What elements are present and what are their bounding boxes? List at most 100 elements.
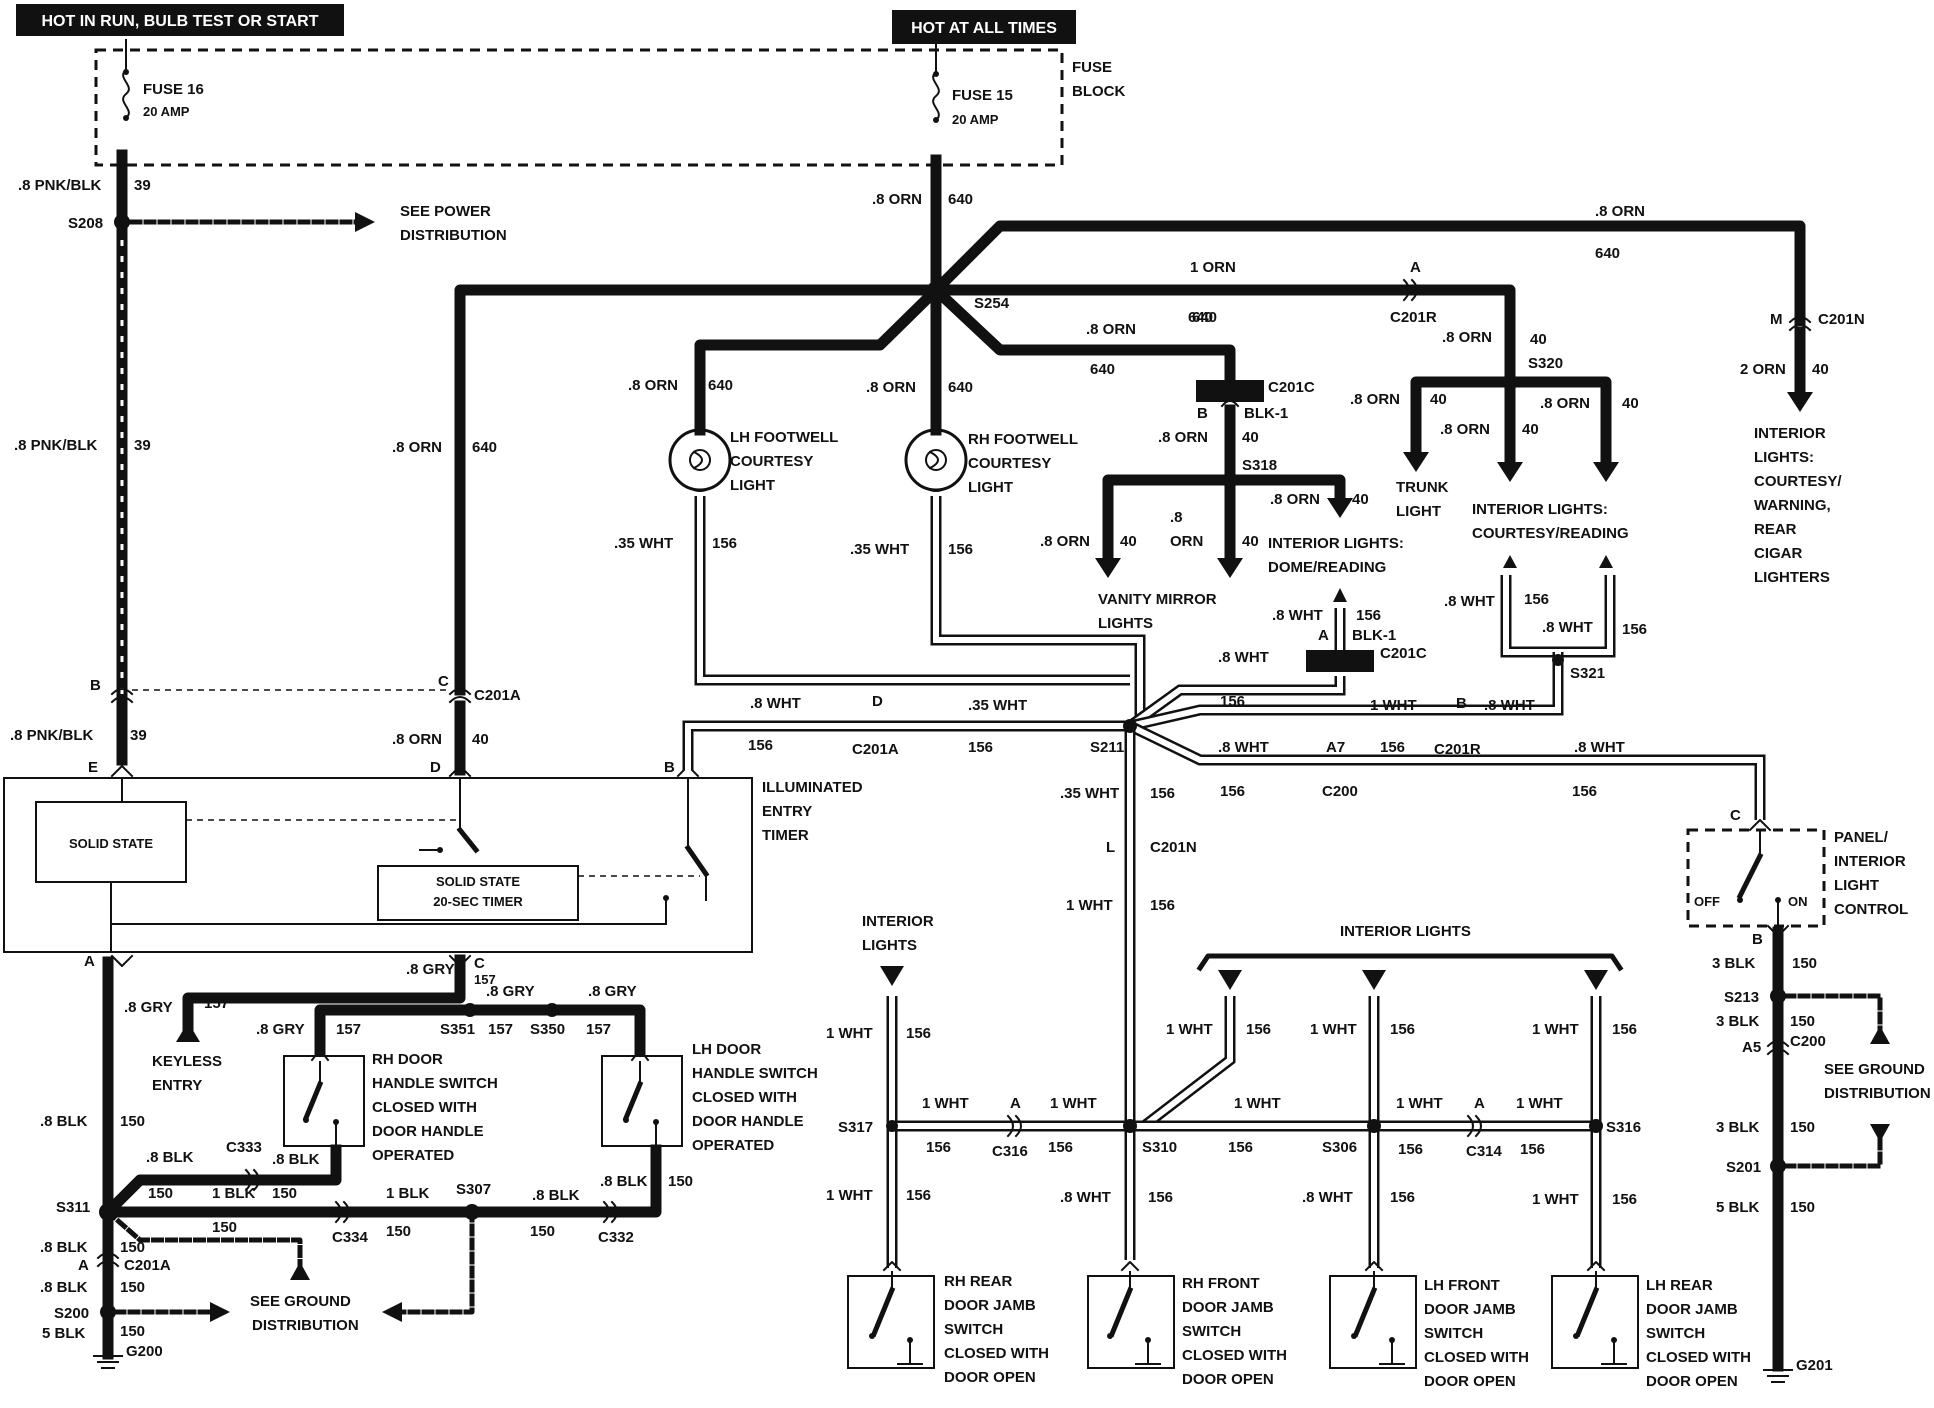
wht-labels-jamb: 1 WHT 156 1 WHT 156 1 WHT 156 1 WHT 156 …	[826, 1021, 1637, 1208]
svg-text:39: 39	[130, 727, 147, 744]
svg-text:150: 150	[120, 1113, 145, 1130]
svg-text:640: 640	[472, 439, 497, 456]
svg-text:DOOR OPEN: DOOR OPEN	[944, 1369, 1036, 1386]
panel-interior-light-control[interactable]: C OFF ON PANEL/ INTERIOR LIGHT CONTROL	[1686, 807, 1908, 928]
svg-text:1 WHT: 1 WHT	[1532, 1021, 1579, 1038]
svg-text:39: 39	[134, 177, 151, 194]
svg-text:40: 40	[1812, 361, 1829, 378]
svg-text:156: 156	[1150, 785, 1175, 802]
svg-text:HANDLE SWITCH: HANDLE SWITCH	[372, 1075, 498, 1092]
wire-to-trunk-light: .8 ORN 40	[1350, 376, 1516, 472]
svg-text:C316: C316	[992, 1143, 1028, 1160]
svg-text:.8 WHT: .8 WHT	[1060, 1189, 1111, 1206]
svg-text:G201: G201	[1796, 1357, 1833, 1374]
svg-text:DISTRIBUTION: DISTRIBUTION	[400, 227, 507, 244]
connector-c334: C334	[332, 1200, 369, 1246]
svg-text:.8 WHT: .8 WHT	[1272, 607, 1323, 624]
svg-text:156: 156	[1220, 783, 1245, 800]
svg-text:1 WHT: 1 WHT	[1310, 1021, 1357, 1038]
svg-text:B: B	[664, 759, 675, 776]
keyless-entry-label: KEYLESS ENTRY	[152, 1053, 222, 1094]
svg-text:156: 156	[1048, 1139, 1073, 1156]
splice-s350: S350	[530, 1003, 565, 1038]
fuse-15: FUSE 15 20 AMP	[932, 43, 1013, 127]
solid-state-box: SOLID STATE	[35, 801, 187, 883]
banner-hot-in-run: HOT IN RUN, BULB TEST OR START	[16, 4, 344, 36]
splice-s310: S310	[1123, 1119, 1177, 1156]
svg-text:S211: S211	[1090, 739, 1124, 756]
dome-return-c201c: .8 WHT 156 A BLK-1 C201C	[1272, 588, 1427, 672]
svg-text:DOOR JAMB: DOOR JAMB	[1646, 1301, 1738, 1318]
splice-s316: S316	[1589, 1119, 1641, 1136]
svg-text:.8 GRY: .8 GRY	[256, 1021, 305, 1038]
svg-text:D: D	[430, 759, 441, 776]
svg-text:.8 GRY: .8 GRY	[486, 983, 535, 1000]
interior-lights-group: INTERIOR LIGHTS	[1196, 923, 1624, 990]
svg-text:.8 BLK: .8 BLK	[146, 1149, 194, 1166]
rh-rear-door-jamb-switch: RH REAR DOOR JAMB SWITCH CLOSED WITH DOO…	[847, 1261, 1049, 1386]
svg-text:E: E	[88, 759, 98, 776]
fuse-block: FUSE BLOCK	[94, 48, 1125, 167]
svg-text:156: 156	[1612, 1021, 1637, 1038]
svg-text:.8 ORN: .8 ORN	[1270, 491, 1320, 508]
svg-text:156: 156	[948, 541, 973, 558]
svg-text:HANDLE SWITCH: HANDLE SWITCH	[692, 1065, 818, 1082]
svg-text:156: 156	[1390, 1189, 1415, 1206]
wire-to-courtesy-reading: .8 ORN 40 .8 ORN 40	[1440, 376, 1639, 482]
svg-text:LH REAR: LH REAR	[1646, 1277, 1713, 1294]
svg-text:S316: S316	[1606, 1119, 1641, 1136]
svg-text:S200: S200	[54, 1305, 89, 1322]
svg-text:1 WHT: 1 WHT	[1066, 897, 1113, 914]
svg-text:SWITCH: SWITCH	[1182, 1323, 1241, 1340]
svg-text:C200: C200	[1790, 1033, 1826, 1050]
wire-orn-to-c201c: .8 ORN 640 640	[928, 282, 1236, 391]
svg-text:156: 156	[1356, 607, 1381, 624]
connector-c201a-top: B C C201A	[90, 673, 521, 704]
svg-text:.8 ORN: .8 ORN	[1595, 203, 1645, 220]
svg-text:BLOCK: BLOCK	[1072, 83, 1125, 100]
svg-text:640: 640	[1595, 245, 1620, 262]
svg-text:40: 40	[1530, 331, 1547, 348]
svg-text:ENTRY: ENTRY	[152, 1077, 202, 1094]
vanity-mirror-label: VANITY MIRROR LIGHTS	[1098, 591, 1217, 632]
wire-wht-rh-footwell: .35 WHT 156	[850, 496, 1146, 720]
svg-text:INTERIOR LIGHTS:: INTERIOR LIGHTS:	[1268, 535, 1404, 552]
svg-text:ORN: ORN	[1170, 533, 1203, 550]
svg-text:DOOR OPEN: DOOR OPEN	[1646, 1373, 1738, 1390]
svg-text:C334: C334	[332, 1229, 369, 1246]
wire-wht-courtesy-return: .8 WHT 156 .8 WHT 156	[1444, 555, 1647, 690]
wire-gry-157: C 157 .8 GRY .8 GRY 157	[124, 954, 496, 1042]
svg-text:.35 WHT: .35 WHT	[1060, 785, 1119, 802]
svg-text:.8 ORN: .8 ORN	[1086, 321, 1136, 338]
svg-text:SWITCH: SWITCH	[1646, 1325, 1705, 1342]
svg-text:157: 157	[586, 1021, 611, 1038]
svg-text:DOOR HANDLE: DOOR HANDLE	[692, 1113, 804, 1130]
lh-front-door-jamb-switch: LH FRONT DOOR JAMB SWITCH CLOSED WITH DO…	[1329, 1261, 1529, 1390]
svg-text:156: 156	[1228, 1139, 1253, 1156]
svg-text:COURTESY: COURTESY	[730, 453, 813, 470]
svg-text:1 WHT: 1 WHT	[826, 1187, 873, 1204]
splice-s306: S306	[1322, 1119, 1381, 1156]
ground-g201: G201	[1763, 1357, 1833, 1383]
svg-text:ENTRY: ENTRY	[762, 803, 812, 820]
svg-text:.8 ORN: .8 ORN	[1158, 429, 1208, 446]
see-ground-distribution-right: SEE GROUND DISTRIBUTION	[1824, 1061, 1931, 1102]
svg-text:.8 ORN: .8 ORN	[1442, 329, 1492, 346]
splice-s307: S307	[382, 1181, 491, 1322]
svg-text:KEYLESS: KEYLESS	[152, 1053, 222, 1070]
svg-text:39: 39	[134, 437, 151, 454]
svg-text:C: C	[474, 955, 485, 972]
svg-text:.8 BLK: .8 BLK	[40, 1239, 88, 1256]
ground-g200: 5 BLK 150 G200	[42, 1314, 163, 1369]
svg-text:DISTRIBUTION: DISTRIBUTION	[1824, 1085, 1931, 1102]
svg-text:ILLUMINATED: ILLUMINATED	[762, 779, 863, 796]
svg-text:S254: S254	[974, 295, 1010, 312]
interior-courtesy-reading-label: INTERIOR LIGHTS: COURTESY/READING	[1472, 501, 1629, 542]
svg-text:156: 156	[1148, 1189, 1173, 1206]
svg-text:DOOR JAMB: DOOR JAMB	[1182, 1299, 1274, 1316]
svg-text:C201R: C201R	[1434, 741, 1481, 758]
lh-door-handle-switch: LH DOOR HANDLE SWITCH CLOSED WITH DOOR H…	[601, 1041, 818, 1154]
svg-text:TIMER: TIMER	[762, 827, 809, 844]
svg-text:.8 ORN: .8 ORN	[866, 379, 916, 396]
svg-text:150: 150	[120, 1239, 145, 1256]
